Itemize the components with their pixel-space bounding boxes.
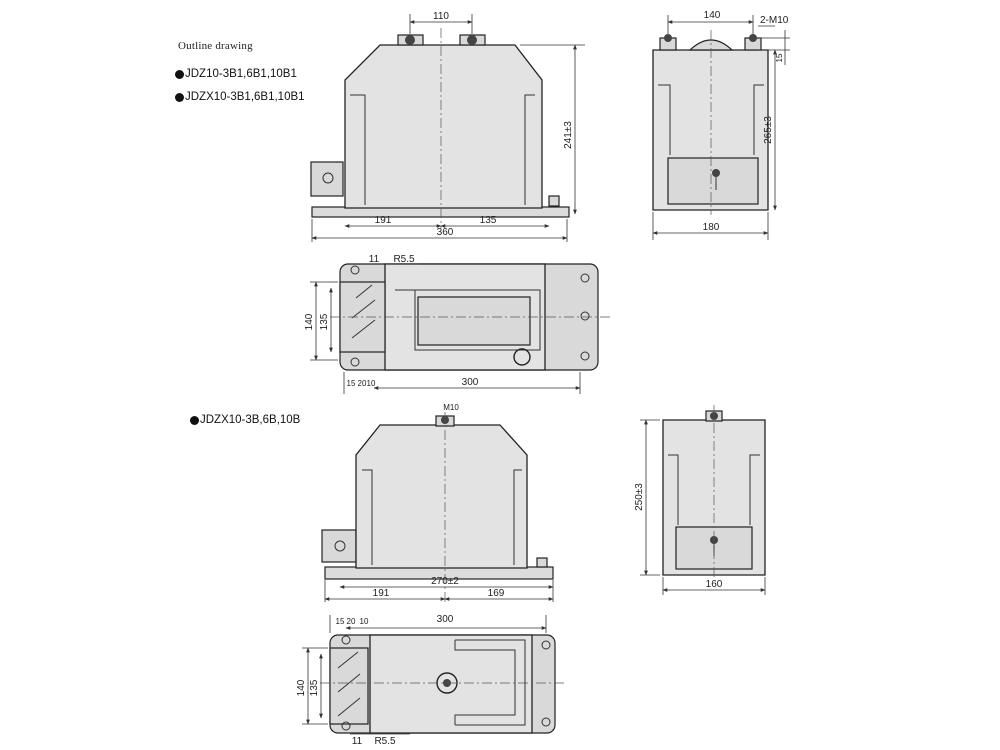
dim-inner-width: 135 bbox=[309, 679, 320, 696]
terminal-nut-icon bbox=[710, 412, 718, 420]
dim-base-left: 191 bbox=[375, 215, 392, 226]
terminal-nut-icon bbox=[467, 35, 477, 45]
dim-base-width: 160 bbox=[706, 579, 723, 590]
body-outline bbox=[369, 634, 533, 734]
terminal-nut-icon bbox=[712, 169, 720, 177]
dim-edge-a: 15 bbox=[347, 379, 356, 388]
terminal-nut-icon bbox=[664, 34, 672, 42]
mounting-hole-icon bbox=[341, 635, 351, 645]
mounting-bracket bbox=[310, 161, 344, 197]
mounting-hole-icon bbox=[350, 265, 360, 275]
core-recess bbox=[417, 296, 531, 346]
dim-base-right: 135 bbox=[480, 215, 497, 226]
dim-edge-a: 15 bbox=[336, 617, 345, 626]
mounting-hole-icon bbox=[580, 351, 590, 361]
dim-base-left: 191 bbox=[373, 588, 390, 599]
dim-slot: 11 bbox=[352, 736, 363, 747]
sheet-heading: Outline drawing bbox=[178, 40, 253, 52]
dim-outer-width: 140 bbox=[304, 313, 315, 330]
body-flange-lines bbox=[362, 469, 522, 565]
body-flange-lines bbox=[350, 94, 535, 205]
dim-thread: 2-M10 bbox=[760, 15, 789, 26]
dim-base-span: 270±2 bbox=[431, 576, 459, 587]
dim-height: 265±3 bbox=[763, 116, 774, 144]
core-window bbox=[454, 639, 526, 726]
dim-hole-spacing: 300 bbox=[437, 614, 454, 625]
bracket-bolt-icon bbox=[334, 540, 346, 552]
dim-height: 250±3 bbox=[634, 483, 645, 511]
dim-hole-spacing: 300 bbox=[462, 377, 479, 388]
bracket-bolt-icon bbox=[322, 172, 334, 184]
top-side-view: 140 2-M10 15 265±3 180 bbox=[652, 10, 790, 240]
dim-edge-c: 10 bbox=[367, 379, 376, 388]
dim-edge-c: 10 bbox=[360, 617, 369, 626]
terminal-nut-icon bbox=[513, 348, 531, 366]
body-flange-lines bbox=[668, 454, 760, 525]
dim-base-width: 180 bbox=[703, 222, 720, 233]
dim-base-right: 169 bbox=[488, 588, 505, 599]
hatch-line bbox=[337, 651, 359, 669]
top-front-view: 110 241±3 191 135 360 bbox=[310, 11, 585, 242]
bottom-plan-view: 15 20 10 300 140 135 11 R5.5 bbox=[296, 614, 565, 747]
hatch-line bbox=[337, 673, 361, 693]
dim-radius: R5.5 bbox=[374, 736, 396, 747]
mounting-hole-icon bbox=[580, 311, 590, 321]
dim-terminal-spacing: 110 bbox=[433, 11, 449, 22]
mounting-bracket bbox=[321, 529, 357, 563]
variant-label-text: JDZ10-3B1,6B1,10B1 bbox=[185, 68, 297, 80]
variant-label-text: JDZX10-3B,6B,10B bbox=[200, 414, 301, 426]
bullet-icon bbox=[175, 92, 184, 102]
dim-height: 241±3 bbox=[563, 121, 574, 149]
earth-bolt bbox=[548, 195, 560, 207]
secondary-panel bbox=[329, 647, 369, 725]
dim-radius: R5.5 bbox=[393, 254, 415, 265]
dim-width-top: 140 bbox=[704, 10, 721, 21]
dim-total-length: 360 bbox=[437, 227, 454, 238]
bullet-icon bbox=[175, 69, 184, 79]
dim-inner-width: 135 bbox=[319, 313, 330, 330]
transformer-body bbox=[344, 44, 543, 209]
dim-edge-b: 20 bbox=[347, 617, 356, 626]
dim-slot: 11 bbox=[369, 254, 380, 265]
secondary-box bbox=[667, 157, 759, 205]
dim-thread: M10 bbox=[443, 403, 459, 412]
variant-label-jdz10-b1: JDZ10-3B1,6B1,10B1 bbox=[175, 68, 297, 80]
earth-bolt bbox=[536, 557, 548, 568]
variant-label-jdzx10-b: JDZX10-3B,6B,10B bbox=[190, 414, 300, 426]
transformer-body bbox=[355, 424, 528, 569]
variant-label-text: JDZX10-3B1,6B1,10B1 bbox=[185, 91, 305, 103]
core-window bbox=[395, 289, 541, 351]
dim-terminal-height: 15 bbox=[775, 53, 784, 62]
dim-edge-b: 20 bbox=[358, 379, 367, 388]
top-plan-view: 11 R5.5 140 135 15 20 10 300 bbox=[304, 254, 610, 394]
mounting-hole-icon bbox=[580, 273, 590, 283]
bottom-side-view: 250±3 160 bbox=[634, 405, 766, 595]
dim-outer-width: 140 bbox=[296, 679, 307, 696]
hatch-line bbox=[351, 319, 376, 339]
hatch-line bbox=[351, 299, 376, 319]
mounting-hole-icon bbox=[350, 357, 360, 367]
variant-label-jdzx10-b1: JDZX10-3B1,6B1,10B1 bbox=[175, 91, 305, 103]
mounting-hole-icon bbox=[341, 721, 351, 731]
terminal-nut-icon bbox=[749, 34, 757, 42]
mounting-hole-icon bbox=[541, 717, 551, 727]
terminal-nut-icon bbox=[405, 35, 415, 45]
hatch-line bbox=[355, 284, 373, 299]
bottom-front-view: M10 270±2 191 169 bbox=[321, 403, 554, 605]
body-flange-lines bbox=[658, 84, 764, 155]
mounting-hole-icon bbox=[541, 640, 551, 650]
bullet-icon bbox=[190, 415, 199, 425]
hatch-line bbox=[337, 697, 361, 717]
